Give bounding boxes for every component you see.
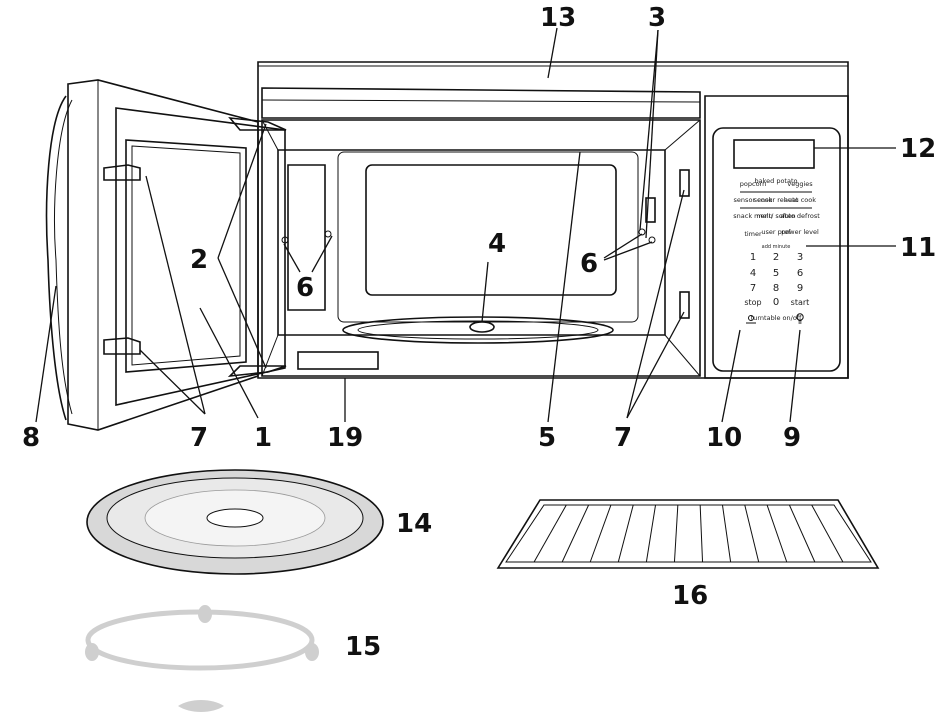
rack-bar bbox=[673, 504, 679, 563]
rack-bar bbox=[744, 504, 760, 563]
rack-bar bbox=[721, 504, 732, 563]
callout-1: 1 bbox=[254, 423, 272, 453]
turntable-coupler bbox=[178, 700, 224, 712]
key-snack-menu[interactable]: snack menu bbox=[733, 212, 772, 220]
cooking-rack bbox=[496, 499, 880, 569]
door-seal-tab bbox=[228, 116, 287, 131]
rack-bar bbox=[645, 504, 657, 563]
rack-bar bbox=[533, 504, 567, 563]
door bbox=[45, 79, 287, 431]
key-auto-defrost[interactable]: auto defrost bbox=[780, 212, 820, 220]
key-sensor-cook[interactable]: sensor cook bbox=[734, 196, 773, 204]
callout-16: 16 bbox=[672, 581, 708, 611]
keypad: popcorn baked potato veggies sensor cook… bbox=[733, 177, 820, 324]
door-window bbox=[125, 139, 247, 373]
callout-9: 9 bbox=[783, 423, 801, 453]
key-3[interactable]: 3 bbox=[797, 252, 803, 263]
door-handle bbox=[45, 95, 67, 421]
key-7[interactable]: 7 bbox=[750, 283, 756, 294]
cavity-side-panel bbox=[287, 164, 326, 311]
control-panel bbox=[712, 127, 841, 372]
key-0[interactable]: 0 bbox=[773, 297, 779, 308]
callout-8: 8 bbox=[22, 423, 40, 453]
callout-14: 14 bbox=[396, 509, 432, 539]
door-seal-tab bbox=[227, 365, 287, 378]
roller-ring bbox=[85, 605, 319, 712]
key-turntable[interactable]: turntable on/off bbox=[751, 314, 802, 322]
callout-6-left: 6 bbox=[296, 273, 314, 303]
key-baked-potato[interactable]: baked potato bbox=[755, 177, 798, 185]
callout-2: 2 bbox=[190, 245, 208, 275]
display-window bbox=[733, 139, 815, 169]
light-bulb-icon bbox=[796, 313, 804, 324]
callout-5: 5 bbox=[538, 423, 556, 453]
microwave-body bbox=[257, 61, 849, 379]
key-2[interactable]: 2 bbox=[773, 252, 779, 263]
callout-6-right: 6 bbox=[580, 249, 598, 279]
key-power-level[interactable]: power level bbox=[781, 228, 819, 236]
door-latch-hook bbox=[103, 164, 141, 181]
turntable-hub bbox=[469, 321, 495, 333]
key-6[interactable]: 6 bbox=[797, 268, 803, 279]
key-5[interactable]: 5 bbox=[773, 268, 779, 279]
door-latch-slot bbox=[679, 291, 690, 319]
key-8[interactable]: 8 bbox=[773, 283, 779, 294]
cavity-back-panel bbox=[365, 164, 617, 296]
key-sensor-reheat[interactable]: sensor reheat bbox=[754, 196, 799, 204]
callout-12: 12 bbox=[900, 134, 936, 164]
door-latch-slot bbox=[679, 169, 690, 197]
callout-13: 13 bbox=[540, 3, 576, 33]
glass-turntable bbox=[86, 469, 384, 575]
rack-bar bbox=[766, 504, 788, 563]
rack-bar bbox=[811, 504, 844, 563]
rack-bar bbox=[561, 504, 590, 563]
key-auto-cook[interactable]: auto cook bbox=[784, 196, 816, 204]
key-stop[interactable]: stop bbox=[744, 298, 761, 307]
callout-labels: 13 3 12 11 2 6 6 4 8 7 1 19 5 7 10 9 14 … bbox=[22, 3, 936, 662]
rack-bar bbox=[788, 504, 816, 563]
vent-grille bbox=[261, 87, 701, 119]
key-4[interactable]: 4 bbox=[750, 268, 756, 279]
turntable-in-cavity bbox=[342, 316, 614, 344]
door-inner-frame bbox=[115, 107, 286, 406]
callout-15: 15 bbox=[345, 632, 381, 662]
key-9[interactable]: 9 bbox=[797, 283, 803, 294]
key-start[interactable]: start bbox=[791, 298, 810, 307]
rack-bar bbox=[589, 504, 612, 563]
door-latch-hook bbox=[103, 337, 141, 355]
model-label-plate bbox=[297, 351, 379, 370]
door-latch-slot bbox=[645, 197, 656, 223]
add-minute-label: add minute bbox=[762, 244, 791, 250]
callout-4: 4 bbox=[488, 229, 506, 259]
key-timer[interactable]: timer bbox=[744, 230, 762, 238]
fan-icon bbox=[746, 315, 756, 324]
shelf-support bbox=[648, 236, 656, 244]
key-veggies[interactable]: veggies bbox=[787, 180, 813, 188]
rack-bar bbox=[617, 504, 634, 563]
key-1[interactable]: 1 bbox=[750, 252, 756, 263]
door-outline bbox=[67, 79, 259, 431]
key-user-pref[interactable]: user pref bbox=[761, 228, 791, 236]
key-popcorn[interactable]: popcorn bbox=[740, 180, 766, 188]
shelf-support bbox=[324, 230, 332, 238]
callout-10: 10 bbox=[706, 423, 742, 453]
shelf-support bbox=[638, 228, 646, 236]
callout-7-left: 7 bbox=[190, 423, 208, 453]
rack-bar bbox=[699, 504, 704, 563]
cavity-interior bbox=[277, 149, 666, 336]
callout-3: 3 bbox=[648, 3, 666, 33]
callout-11: 11 bbox=[900, 233, 936, 263]
key-melt-soften[interactable]: melt/ soften bbox=[756, 212, 795, 220]
callout-19: 19 bbox=[327, 423, 363, 453]
callout-7-right: 7 bbox=[614, 423, 632, 453]
leader-lines bbox=[35, 27, 896, 423]
